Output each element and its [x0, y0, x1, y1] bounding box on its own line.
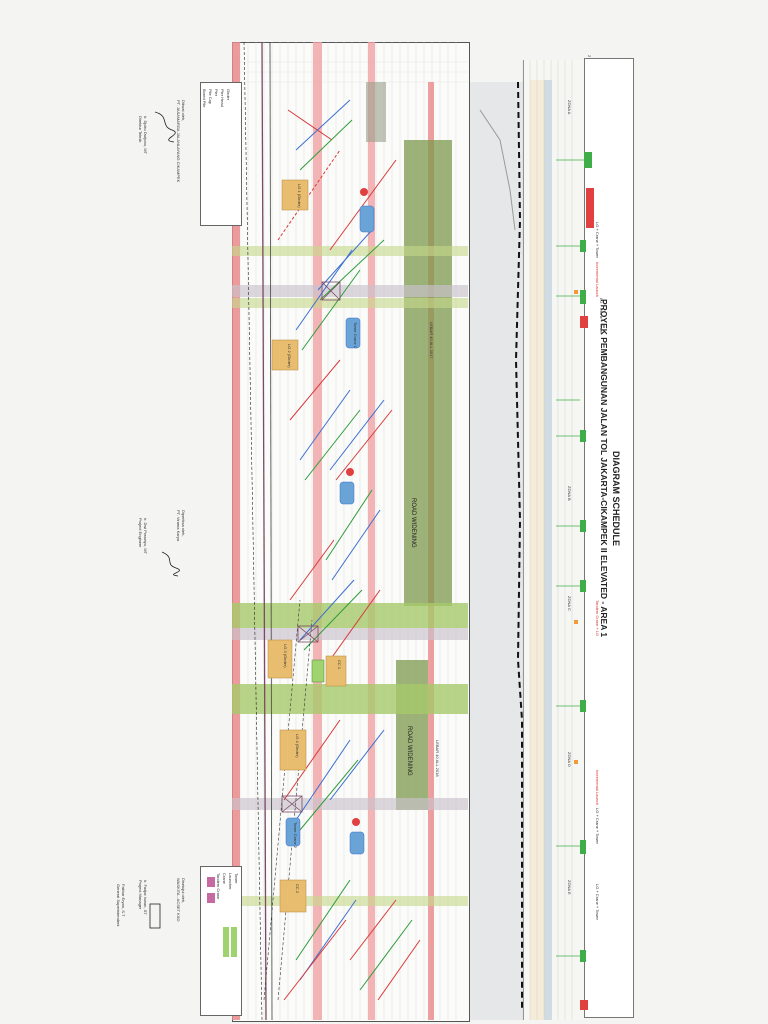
signature-name-right: Ir. Fadjar Iswan, ST Project Manager: [138, 880, 148, 915]
header-tag-6: LG + Crane + Tower: [595, 808, 600, 844]
header-tag-2: LG + Crane + Tower: [599, 298, 604, 334]
legend-item: Crane: [222, 873, 227, 884]
legend-item: Pier Head: [220, 89, 225, 107]
header-tag-5: Incremental Launch: [595, 770, 600, 805]
legend-item: Girder: [226, 89, 231, 100]
zone-label: ZONA E: [567, 880, 572, 895]
road-widening-band-2: [396, 660, 428, 810]
road-widening-label: ROAD WIDENING: [410, 498, 416, 548]
callout-label: CC 1: [337, 660, 342, 669]
legend-item: Bored Pile: [202, 89, 207, 107]
signature-name-left: Ir. Djoko Dwijono, MT Direktur Teknik: [138, 116, 148, 154]
header-tag-4: Tandem Crane + LG: [595, 600, 600, 636]
signature-name-middle: Ir. Dwi Prasetyo, MT Project Engineer: [138, 518, 148, 554]
callout-label: Tower Crane 1: [353, 322, 358, 348]
red-tag: [586, 188, 594, 228]
header-tag-1: LG + Crane + Tower: [595, 222, 600, 258]
signature-scribble-middle: [158, 548, 182, 578]
signature-name-right-2: Fakhar Eryan, S.T General Superintendent: [116, 884, 126, 926]
legend-item: Pile Cap: [208, 89, 213, 104]
callout-label: LG 3 (Girder): [283, 644, 288, 668]
callout-label: Tower Crane 2: [293, 822, 298, 848]
road-widening-label: ROAD WIDENING: [406, 726, 412, 776]
zone-label: ZONA A: [567, 100, 572, 114]
callout-label: CC 2: [295, 884, 300, 893]
callout-label: LG 2 (Girder): [287, 344, 292, 368]
signature-block-right: Disetujui oleh, WASKITA - ACSET KSO: [176, 878, 186, 922]
schedule-lines: [278, 100, 420, 1000]
legend-box-2: Tandem Crane Crane Launcher Tower: [200, 866, 242, 1016]
zone-label: ZONA B: [567, 486, 572, 501]
legend-item: Pier: [214, 89, 219, 96]
legend-item: Launcher: [228, 873, 233, 890]
signature-block-middle: Diperiksa oleh, PT. Virama Karya: [176, 510, 186, 541]
zone-label: ZONA C: [567, 596, 572, 611]
legend-box: Girder Pier Head Pier Pile Cap Bored Pil…: [200, 82, 242, 226]
header-tag-3: Incremental Launch: [595, 262, 600, 297]
callout-label: LG 1 (Girder): [297, 184, 302, 208]
band-label: LEBAR 40 ALL 2018: [435, 740, 440, 777]
legend-item: Tower: [234, 873, 239, 884]
signature-scribble-left: [150, 108, 180, 144]
legend-item: Tandem Crane: [216, 873, 221, 899]
callout-label: LG 4 (Girder): [295, 734, 300, 758]
signature-scribble-right: [148, 902, 164, 932]
header-tag-7: LG + Crane + Tower: [595, 884, 600, 920]
band-label: LEBAR 40 ALL 2017: [429, 322, 434, 359]
zone-label: ZONA D: [567, 752, 572, 767]
